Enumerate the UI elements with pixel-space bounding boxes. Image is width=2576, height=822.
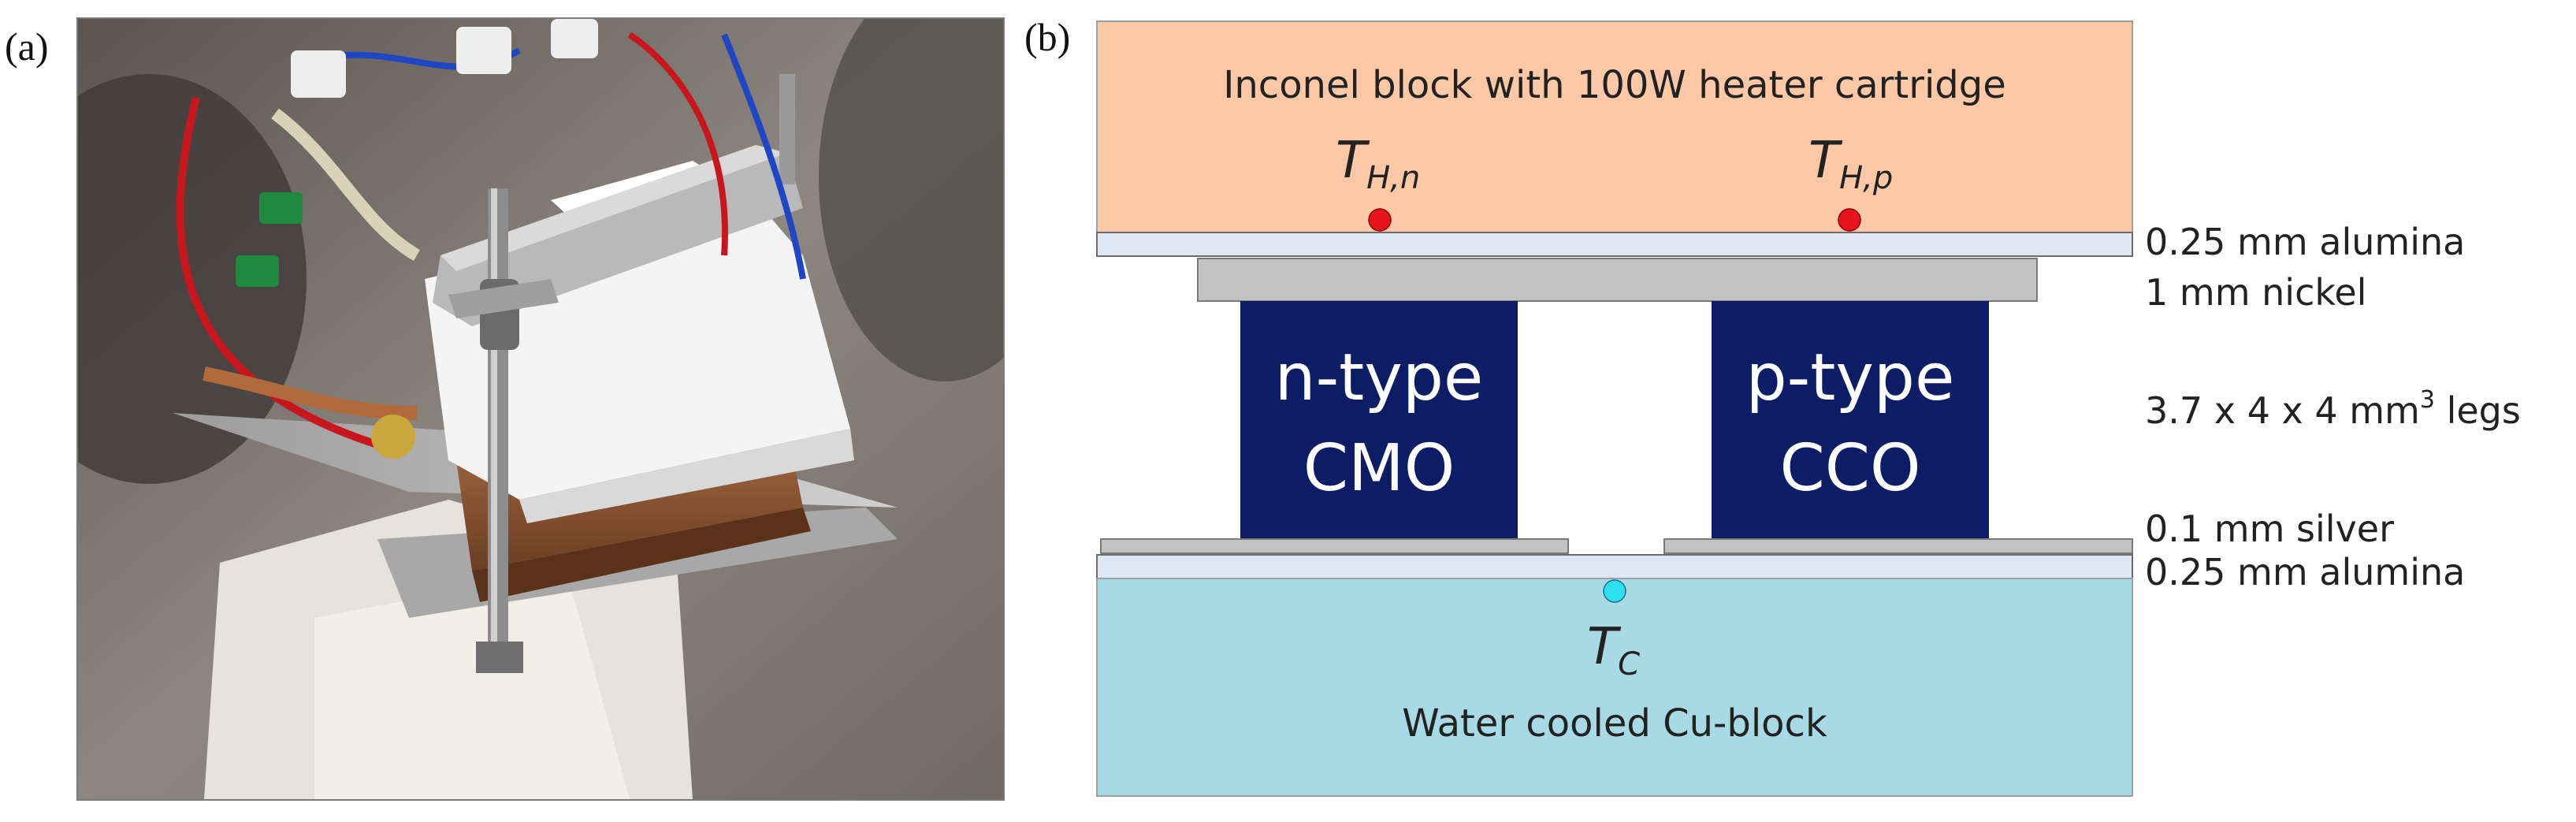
silver-contact-left xyxy=(1100,538,1569,554)
cold-block xyxy=(1096,578,2133,797)
heater-block-label: Inconel block with 100W heater cartridge xyxy=(1223,63,2006,107)
heater-block xyxy=(1096,20,2133,233)
n-leg-label-line1: n-type xyxy=(1275,340,1484,415)
panel-label-b: (b) xyxy=(1024,15,1071,59)
label-top-alumina: 0.25 mm alumina xyxy=(2145,221,2465,263)
label-bottom-alumina: 0.25 mm alumina xyxy=(2145,551,2465,593)
photo-panel xyxy=(76,17,1005,801)
nickel-layer xyxy=(1197,258,2038,302)
n-type-leg xyxy=(1240,301,1518,539)
label-silver: 0.1 mm silver xyxy=(2145,508,2394,550)
thermocouple-label-hot-n: TH,n xyxy=(1336,132,1420,196)
thermocouple-dot-hot-p xyxy=(1838,208,1861,232)
p-leg-label-line1: p-type xyxy=(1746,340,1955,415)
thermocouple-dot-hot-n xyxy=(1368,208,1392,232)
thermocouple-label-cold: TC xyxy=(1587,618,1640,683)
cold-block-label: Water cooled Cu-block xyxy=(1402,701,1827,746)
n-leg-label-line2: CMO xyxy=(1303,431,1455,506)
p-leg-label-line2: CCO xyxy=(1779,431,1920,506)
label-legs: 3.7 x 4 x 4 mm3 legs xyxy=(2145,386,2521,432)
thermocouple-dot-cold xyxy=(1603,579,1626,603)
photo-of-thermoelectric-test-rig-icon xyxy=(78,19,1003,799)
thermocouple-label-hot-p: TH,p xyxy=(1808,132,1893,196)
silver-contact-right xyxy=(1663,538,2133,554)
label-nickel: 1 mm nickel xyxy=(2145,271,2366,314)
panel-label-a: (a) xyxy=(5,24,49,69)
p-type-leg xyxy=(1712,301,1989,539)
bottom-alumina-layer xyxy=(1096,554,2133,579)
top-alumina-layer xyxy=(1096,232,2133,257)
